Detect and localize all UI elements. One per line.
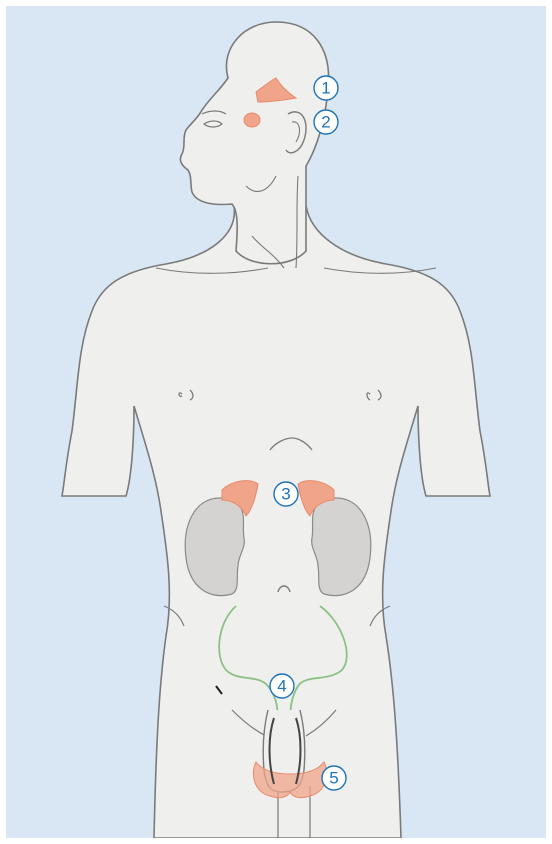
kidney-right (312, 498, 371, 596)
pituitary-gland (244, 113, 260, 127)
marker-2-label: 2 (321, 113, 330, 132)
marker-1-label: 1 (321, 79, 330, 98)
marker-3: 3 (274, 482, 298, 506)
endocrine-diagram: 1 2 3 4 5 (6, 6, 546, 838)
kidney-left (185, 498, 244, 596)
marker-5: 5 (322, 766, 346, 790)
marker-3-label: 3 (281, 485, 290, 504)
marker-1: 1 (314, 76, 338, 100)
marker-4: 4 (270, 674, 294, 698)
marker-4-label: 4 (277, 677, 286, 696)
marker-2: 2 (314, 110, 338, 134)
marker-5-label: 5 (329, 769, 338, 788)
diagram-svg: 1 2 3 4 5 (6, 6, 546, 838)
